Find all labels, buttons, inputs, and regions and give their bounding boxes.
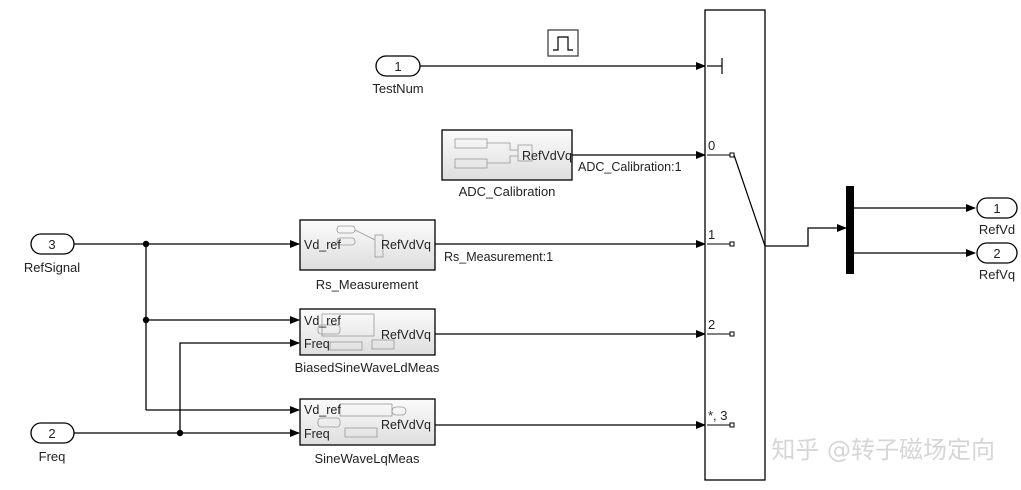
sine-in-port2-label: Freq	[304, 427, 330, 441]
signal-label-rs: Rs_Measurement:1	[444, 250, 553, 264]
rs-out-port-label: RefVdVq	[381, 238, 431, 252]
adc-block-body	[441, 129, 573, 181]
biased-preview-icon	[317, 313, 395, 351]
pulse-icon	[547, 29, 579, 57]
switch-case-1: 1	[708, 227, 715, 242]
biased-block-name: BiasedSineWaveLdMeas	[295, 360, 440, 375]
adc-out-port-label: RefVdVq	[522, 149, 572, 163]
biased-block-body	[299, 308, 436, 356]
wire-switch-out	[765, 224, 847, 247]
block-biased-sinewave[interactable]: Vd_ref Freq RefVdVq BiasedSineWaveLdMeas	[295, 308, 440, 375]
junction-dot	[176, 429, 184, 437]
block-multiport-switch[interactable]: 0 1 2 *, 3	[704, 9, 766, 481]
inport-number: 3	[48, 237, 55, 252]
switch-lever	[733, 154, 766, 247]
block-adc-calibration[interactable]: RefVdVq ADC_Calibration	[441, 129, 573, 199]
sine-preview-icon	[317, 403, 407, 438]
inport-label: TestNum	[372, 81, 423, 96]
adc-block-name: ADC_Calibration	[459, 184, 556, 199]
block-rs-measurement[interactable]: Vd_ref RefVdVq Rs_Measurement	[299, 219, 436, 292]
signal-wires	[74, 62, 976, 437]
biased-in-port2-label: Freq	[304, 337, 330, 351]
signal-label-adc: ADC_Calibration:1	[578, 160, 682, 174]
inport-testnum[interactable]: 1 TestNum	[372, 55, 424, 96]
inport-number: 1	[394, 59, 401, 74]
biased-out-port-label: RefVdVq	[381, 328, 431, 342]
inport-label: Freq	[39, 449, 66, 464]
outport-label: RefVq	[979, 267, 1015, 282]
inport-refsignal[interactable]: 3 RefSignal	[24, 233, 80, 275]
wire-freq-biased	[179, 339, 300, 433]
rs-in-port-label: Vd_ref	[304, 238, 341, 252]
block-sinewave-lq[interactable]: Vd_ref Freq RefVdVq SineWaveLqMeas	[299, 398, 436, 466]
outport-number: 2	[993, 246, 1000, 261]
inport-freq[interactable]: 2 Freq	[30, 422, 75, 464]
junction-dots	[142, 240, 184, 437]
switch-case-default: *, 3	[708, 408, 728, 423]
rs-preview-icon	[336, 225, 384, 258]
junction-dot	[142, 316, 150, 324]
demux-block[interactable]	[846, 186, 854, 274]
sine-in-port1-label: Vd_ref	[304, 403, 341, 417]
adc-preview-icon	[454, 138, 533, 169]
biased-in-port1-label: Vd_ref	[304, 314, 341, 328]
inport-number: 2	[48, 426, 55, 441]
outport-number: 1	[993, 201, 1000, 216]
switch-case-2: 2	[708, 317, 715, 332]
inport-label: RefSignal	[24, 260, 80, 275]
watermark-text: 知乎 @转子磁场定向	[771, 436, 995, 464]
junction-dot	[142, 240, 150, 248]
outport-refvq[interactable]: 2 RefVq	[976, 242, 1018, 282]
sine-block-name: SineWaveLqMeas	[314, 451, 420, 466]
rs-block-name: Rs_Measurement	[316, 277, 419, 292]
switch-case-0: 0	[708, 138, 715, 153]
switch-case-stubs	[707, 152, 735, 428]
outport-label: RefVd	[979, 222, 1015, 237]
rs-block-body	[299, 219, 436, 271]
outport-refvd[interactable]: 1 RefVd	[976, 197, 1018, 237]
sine-out-port-label: RefVdVq	[381, 418, 431, 432]
switch-block-body	[704, 9, 766, 481]
